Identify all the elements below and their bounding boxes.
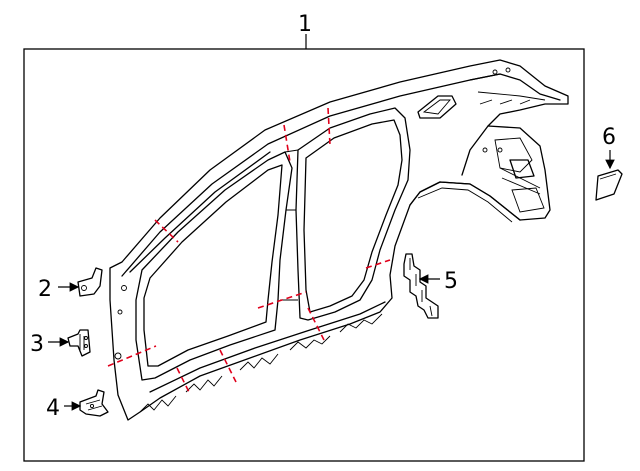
callout-6-label: 6: [602, 125, 616, 150]
section-cut-lines: [107, 107, 391, 395]
callout-3-label: 3: [30, 332, 44, 357]
callout-5-label: 5: [444, 269, 458, 294]
bracket-part-4: [79, 389, 109, 417]
body-side-panel: [109, 59, 569, 421]
callout-2-label: 2: [38, 277, 52, 302]
reinforcement-part-3: [67, 329, 91, 357]
assembly-frame: [23, 48, 585, 462]
callout-4-label: 4: [46, 396, 60, 421]
fuel-filler-door-part-6: [595, 169, 623, 201]
callout-1-label: 1: [298, 12, 312, 37]
bracket-part-2: [77, 267, 103, 297]
reinforcement-part-5: [403, 253, 439, 319]
